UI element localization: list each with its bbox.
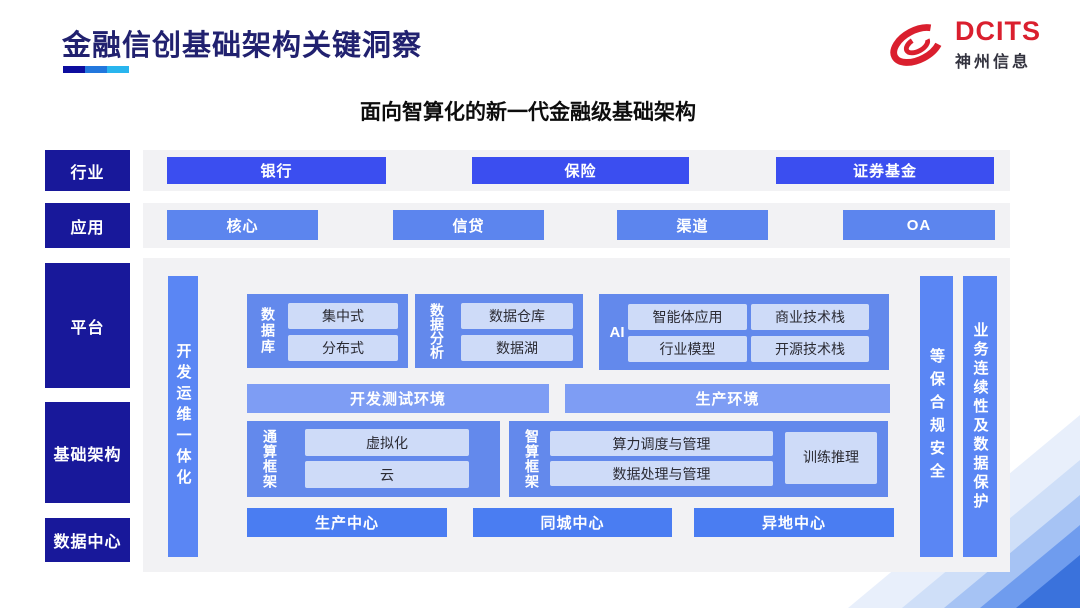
general-compute-label: 通算框架: [262, 429, 278, 489]
diagram-title: 面向智算化的新一代金融级基础架构: [360, 101, 696, 124]
analytics-label: 数据分析: [429, 303, 445, 359]
box-industry-models: 行业模型: [628, 336, 747, 362]
database-group: 数据库 集中式 分布式: [247, 294, 408, 368]
box-data-lake: 数据湖: [461, 335, 573, 361]
title-underline: [63, 66, 129, 73]
database-label: 数据库: [260, 307, 276, 355]
box-oa: OA: [843, 210, 995, 240]
box-cloud: 云: [305, 461, 469, 488]
sidebar-row-datacenter: 数据中心: [45, 518, 130, 562]
box-data-warehouse: 数据仓库: [461, 303, 573, 329]
page-title: 金融信创基础架构关键洞察: [62, 30, 423, 62]
ai-group: AI 智能体应用 商业技术栈 行业模型 开源技术栈: [599, 294, 889, 370]
box-agent-apps: 智能体应用: [628, 304, 747, 330]
box-virtualization: 虚拟化: [305, 429, 469, 456]
security-compliance-bar: 等保合规安全: [920, 276, 953, 557]
box-same-city-center: 同城中心: [473, 508, 672, 537]
box-production-center: 生产中心: [247, 508, 447, 537]
box-credit: 信贷: [393, 210, 544, 240]
logo-text-block: DCITS 神州信息: [955, 18, 1041, 72]
devops-bar: 开发运维一体化: [168, 276, 198, 557]
box-data-processing: 数据处理与管理: [550, 461, 773, 486]
analytics-group: 数据分析 数据仓库 数据湖: [415, 294, 583, 368]
box-production-env: 生产环境: [565, 384, 890, 413]
box-distributed: 分布式: [288, 335, 398, 361]
company-logo: DCITS 神州信息: [886, 18, 1041, 72]
sidebar-row-platform: 平台: [45, 263, 130, 388]
sidebar-row-infrastructure: 基础架构: [45, 402, 130, 503]
intelligent-compute-group: 智算框架 算力调度与管理 数据处理与管理 训练推理: [509, 421, 888, 497]
box-centralized: 集中式: [288, 303, 398, 329]
box-commercial-stack: 商业技术栈: [751, 304, 869, 330]
box-remote-center: 异地中心: [694, 508, 894, 537]
box-core: 核心: [167, 210, 318, 240]
dcits-swirl-icon: [890, 24, 944, 66]
sidebar-row-industry: 行业: [45, 150, 130, 191]
business-continuity-bar: 业务连续性及数据保护: [963, 276, 997, 557]
box-dev-test-env: 开发测试环境: [247, 384, 549, 413]
box-compute-scheduling: 算力调度与管理: [550, 431, 773, 456]
box-insurance: 保险: [472, 157, 689, 184]
box-training-inference: 训练推理: [785, 432, 877, 484]
general-compute-group: 通算框架 虚拟化 云: [247, 421, 500, 497]
box-securities-funds: 证券基金: [776, 157, 994, 184]
logo-brand-text: DCITS: [955, 16, 1041, 46]
logo-company-text: 神州信息: [955, 54, 1032, 71]
sidebar-row-application: 应用: [45, 203, 130, 248]
box-channel: 渠道: [617, 210, 768, 240]
box-bank: 银行: [167, 157, 386, 184]
box-opensource-stack: 开源技术栈: [751, 336, 869, 362]
ai-label: AI: [609, 323, 625, 341]
intelligent-compute-label: 智算框架: [524, 429, 540, 489]
